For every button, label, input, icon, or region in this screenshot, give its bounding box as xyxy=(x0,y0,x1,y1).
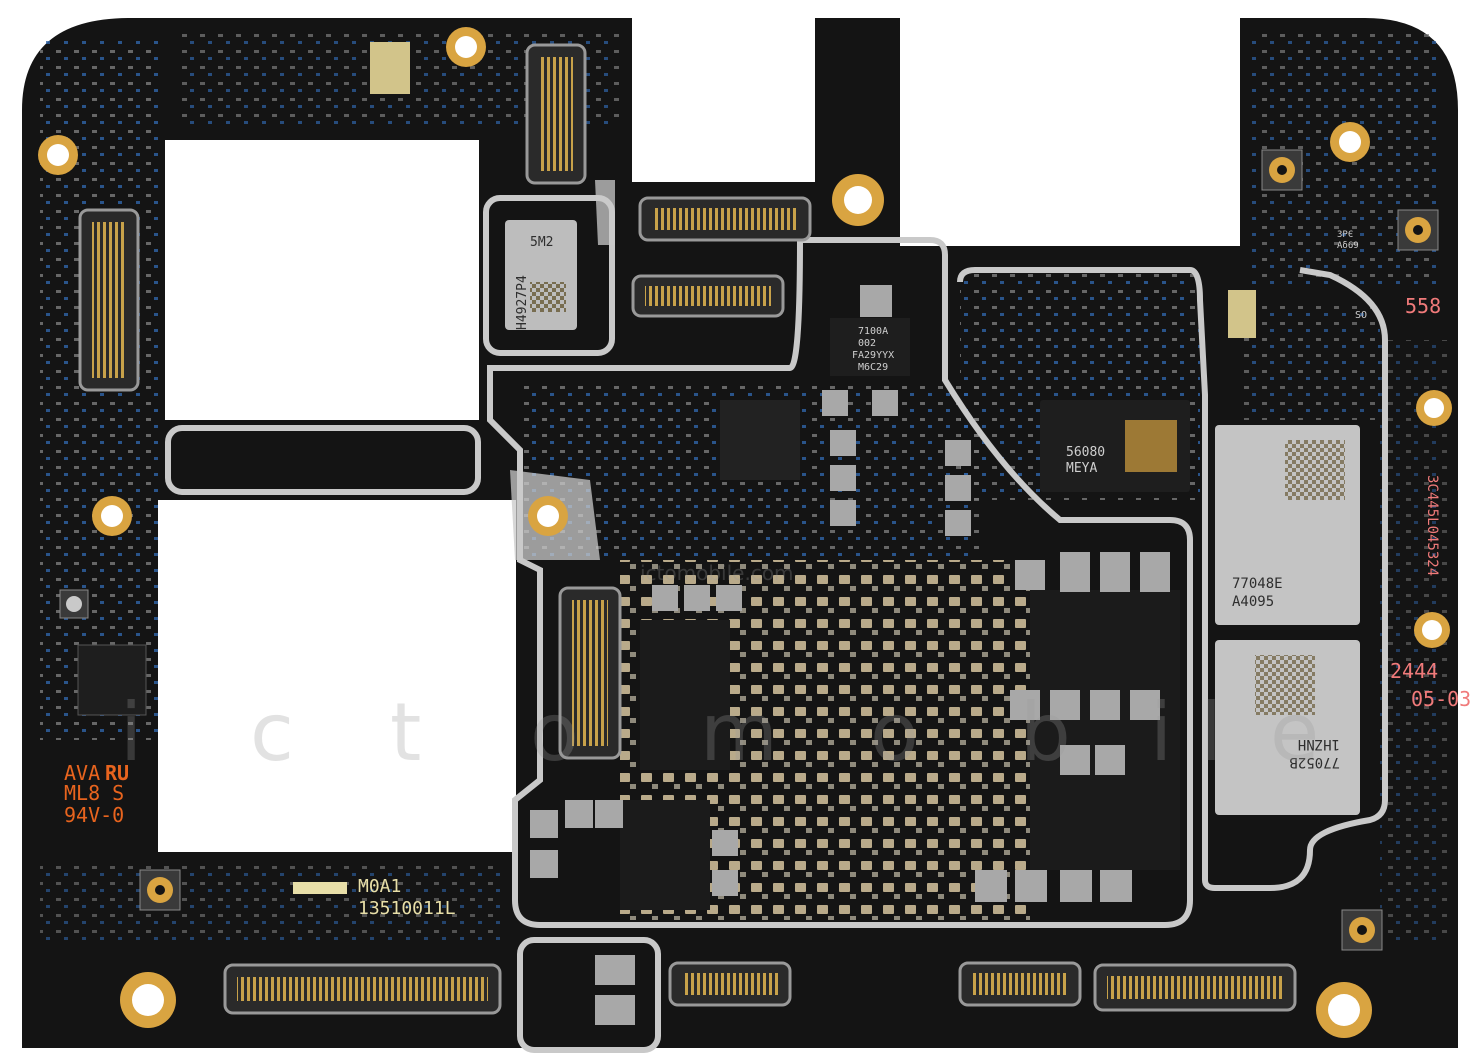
board-connector-icon[interactable] xyxy=(668,961,792,1007)
watermark-letter: o xyxy=(870,686,919,779)
shield-can-pmic xyxy=(517,937,661,1053)
chip-icon xyxy=(370,42,410,94)
board-connector-icon[interactable] xyxy=(78,208,140,392)
datamatrix-icon xyxy=(1285,440,1345,500)
mounting-hole-icon xyxy=(1414,612,1450,648)
mounting-hole-icon xyxy=(120,972,176,1028)
coax-connector-icon[interactable] xyxy=(59,589,89,619)
board-connector-icon[interactable] xyxy=(631,274,785,318)
watermark-url: ictomobile.com xyxy=(640,561,794,585)
chip-7100a-l1: 7100A xyxy=(858,326,888,337)
edge-date-2: 05-03 xyxy=(1411,687,1471,711)
chip-77052-l1: 77052B xyxy=(1289,754,1340,770)
shield-can-sensor xyxy=(165,425,481,495)
chip-7100a-l4: M6C29 xyxy=(858,362,888,373)
board-connector-icon[interactable] xyxy=(558,586,622,760)
chip-icon xyxy=(1228,290,1256,338)
chip-77048-l1: 77048E xyxy=(1232,576,1283,592)
watermark-letter: l xyxy=(1200,686,1222,779)
board-connector-icon[interactable] xyxy=(958,961,1082,1007)
board-connector-icon[interactable] xyxy=(525,43,587,185)
shield-can-flash xyxy=(483,195,615,356)
mounting-hole-icon xyxy=(92,496,132,536)
mounting-hole-icon xyxy=(1330,122,1370,162)
chip-3pe-l2: Aδ69 xyxy=(1337,241,1359,251)
mounting-hole-icon xyxy=(528,496,568,536)
board-number: 13510011L xyxy=(358,898,456,919)
chip-icon xyxy=(1030,590,1180,870)
datamatrix-icon xyxy=(1125,420,1177,472)
mounting-hole-icon xyxy=(1416,390,1452,426)
edge-serial: 3C445L045324 xyxy=(1424,475,1440,576)
chip-icon xyxy=(77,644,147,716)
watermark-letter: t xyxy=(390,686,421,779)
chip-icon xyxy=(640,620,730,770)
watermark-letter: e xyxy=(1270,686,1319,779)
chip-3pe-l1: 3PЄ xyxy=(1337,230,1353,240)
ml8s-label: ML8 S xyxy=(64,781,124,805)
shield-can-main xyxy=(487,237,1193,928)
watermark: ictomobile.com i c t o m o b i l e xyxy=(120,561,1319,779)
chip-7100a-l2: 002 xyxy=(858,338,876,349)
board-connector-icon[interactable] xyxy=(1093,963,1297,1012)
chip-7100a-l3: FA29YYX xyxy=(852,350,894,361)
watermark-letter: b xyxy=(1020,686,1071,779)
tag-so: SO xyxy=(1355,310,1367,321)
ul-logo: RU xyxy=(105,761,129,785)
coax-connector-icon[interactable] xyxy=(1261,149,1303,191)
chip-icon xyxy=(620,800,710,910)
chip-5m2-label: 5M2 xyxy=(530,235,553,250)
board-connector-icon[interactable] xyxy=(223,963,502,1015)
watermark-letter: i xyxy=(1150,686,1172,779)
mounting-hole-icon xyxy=(446,27,486,67)
camera-cutout-upper xyxy=(165,140,479,420)
chip-icon xyxy=(720,400,800,480)
camera-cutout-lower xyxy=(158,500,516,852)
mounting-hole-icon xyxy=(38,135,78,175)
chip-77048-l2: A4095 xyxy=(1232,594,1274,610)
coax-connector-icon[interactable] xyxy=(139,869,181,911)
pmic-pads xyxy=(530,285,1170,1025)
shield-can-rf xyxy=(957,267,1388,891)
chip-h4927-label: H4927P4 xyxy=(515,275,530,330)
datamatrix-icon xyxy=(1255,655,1315,715)
mounting-hole-icon xyxy=(832,174,884,226)
flame-rating: 94V-0 xyxy=(64,803,124,827)
chip-icon xyxy=(830,318,910,376)
ul-mark: AVA xyxy=(64,761,100,785)
watermark-letter: m xyxy=(700,686,778,779)
datamatrix-icon xyxy=(530,282,566,312)
chip-icon xyxy=(1215,640,1360,815)
edge-label-558: 558 xyxy=(1405,294,1441,318)
chip-77052-l2: 1HZNH xyxy=(1298,736,1340,752)
chip-56080-l2: MEYA xyxy=(1066,461,1097,476)
chip-56080-l1: 56080 xyxy=(1066,445,1105,460)
moa1-label: M0A1 xyxy=(358,876,401,897)
board-connector-icon[interactable] xyxy=(638,196,812,242)
watermark-letter: i xyxy=(120,686,142,779)
mounting-hole-icon xyxy=(1316,982,1372,1038)
watermark-letter: o xyxy=(530,686,579,779)
edge-date-1: 2444 xyxy=(1390,659,1438,683)
coax-connector-icon[interactable] xyxy=(1341,909,1383,951)
coax-connector-icon[interactable] xyxy=(1397,209,1439,251)
watermark-letter: c xyxy=(250,686,294,779)
